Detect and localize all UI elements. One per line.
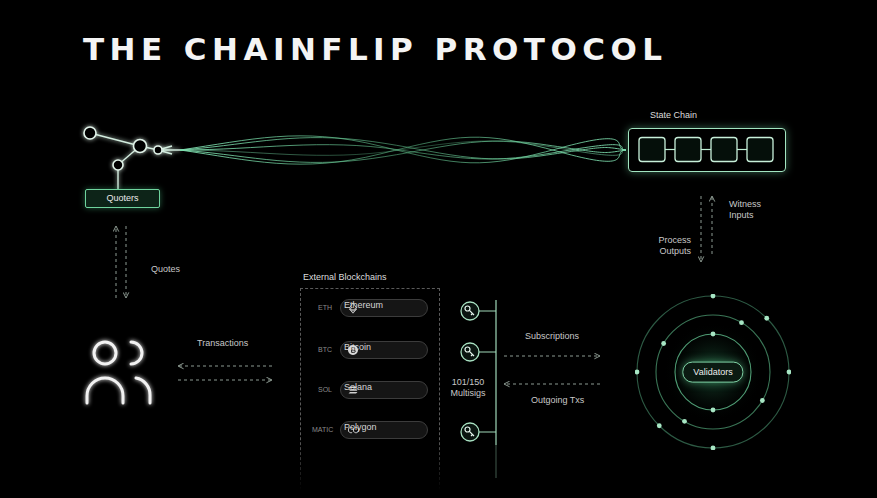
node-heading: External Blockchains: [303, 272, 387, 283]
decor-line: [90, 133, 140, 146]
validator-dot: [661, 341, 666, 346]
validator-dot: [711, 294, 716, 298]
decor-path: [178, 380, 272, 381]
chain-frame: [628, 128, 786, 172]
validators-pill: Validators: [682, 362, 743, 383]
validators-circle: Validators: [635, 294, 791, 450]
block-square: [747, 138, 773, 162]
flow-label: 101/150 Multisigs: [444, 376, 492, 401]
validator-dot: [657, 423, 662, 428]
decor-g: [461, 423, 479, 441]
decor-g: [461, 302, 479, 320]
validator-dot: [711, 446, 716, 450]
chain-pill: Bitcoin: [340, 341, 428, 359]
block-square: [675, 138, 701, 162]
edge-label: Outgoing Txs: [530, 394, 602, 407]
node-label: Quoters: [106, 193, 138, 204]
node-label: Bitcoin: [344, 342, 371, 353]
validator-dot: [711, 408, 716, 413]
signal-wave: [180, 136, 626, 164]
orbit-ring: [675, 334, 751, 410]
decor-g: [461, 343, 479, 361]
ticker-label: SOL: [317, 385, 333, 396]
quotes-arrows: [116, 226, 126, 298]
decor-path: [479, 300, 496, 445]
decor-path: [180, 136, 626, 163]
flow-arrow: [504, 384, 600, 385]
validator-dot: [682, 419, 687, 424]
block-link: [701, 149, 711, 150]
decor-path: [116, 226, 117, 298]
decor-path: [178, 366, 272, 367]
decor-path: [469, 351, 474, 356]
quoters-icon: [84, 127, 180, 189]
decor-circle: [461, 423, 479, 441]
validator-dot: [787, 370, 791, 375]
decor-circle: [461, 343, 479, 361]
decor-path: [180, 141, 626, 155]
block-square: [711, 138, 737, 162]
block-link: [737, 149, 747, 150]
chain-pill: Solana: [340, 381, 428, 399]
edge-label: Subscriptions: [524, 330, 596, 343]
quoters-box: Quoters: [85, 189, 160, 208]
node-label: Validators: [693, 367, 732, 378]
chain-pill: Ethereum: [340, 299, 428, 317]
decor-path: [469, 310, 474, 315]
decor-circle: [154, 146, 162, 154]
decor-circle: [461, 302, 479, 320]
decor-circle: [94, 342, 116, 364]
validator-dot: [739, 320, 744, 325]
edge-label: Process Outputs: [636, 234, 692, 259]
validator-dot: [764, 316, 769, 321]
diagram-title: THE CHAINFLIP PROTOCOL: [83, 34, 667, 65]
orbit-ring: [637, 296, 789, 448]
node-label: Solana: [344, 382, 372, 393]
node-heading: State Chain: [628, 110, 786, 122]
decor-path: [180, 137, 626, 164]
orbit-ring: [656, 315, 770, 429]
decor-circle: [134, 140, 147, 153]
block-sequence: [629, 129, 784, 170]
flow-arrow: [701, 196, 702, 262]
node-label: Ethereum: [344, 300, 383, 311]
validator-dot: [760, 398, 765, 403]
decor-path: [495, 445, 496, 478]
decor-path: [136, 378, 150, 403]
transactions-arrows: [178, 366, 272, 380]
ticker-label: BTC: [317, 345, 333, 356]
flow-arrow: [712, 196, 713, 254]
block-link: [665, 149, 675, 150]
decor-path: [469, 431, 474, 436]
ticker-label: MATIC: [311, 425, 334, 436]
decor-path: [131, 342, 142, 364]
chain-pill: Polygon: [340, 421, 428, 439]
decor-circle: [84, 127, 96, 139]
validator-dot: [711, 332, 716, 337]
ticker-label: ETH: [317, 303, 333, 314]
flow-label: Transactions: [196, 337, 249, 350]
users-icon: [87, 342, 150, 403]
flow-label: Quotes: [150, 263, 181, 276]
validator-dot: [635, 370, 639, 375]
decor-path: [126, 226, 127, 298]
flow-arrow: [504, 356, 600, 357]
node-label: Polygon: [344, 422, 377, 433]
edge-label: Witness Inputs: [728, 198, 780, 223]
decor-circle: [113, 160, 123, 170]
state-chain-box: State Chain: [628, 110, 786, 172]
center-glow: [663, 322, 763, 422]
block-square: [639, 138, 665, 162]
decor-path: [87, 378, 123, 403]
